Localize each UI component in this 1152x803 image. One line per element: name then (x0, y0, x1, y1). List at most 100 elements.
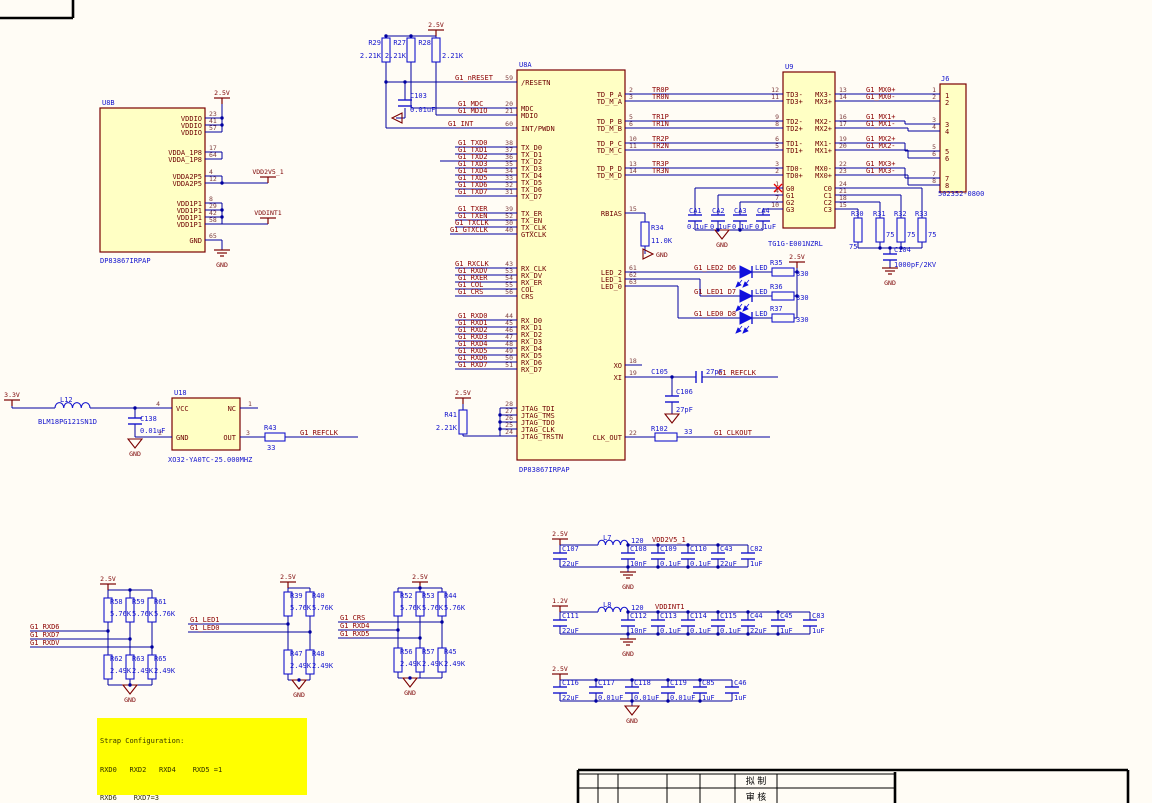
component-label: LED (755, 288, 768, 296)
component-label: LED (755, 264, 768, 272)
component-label: C104 (894, 246, 911, 254)
pin-number: 22 (839, 160, 847, 168)
pin-number: 6 (775, 135, 779, 143)
junction-dot (666, 678, 670, 682)
pin-number: 4 (209, 168, 213, 176)
junction-dot (776, 610, 780, 614)
pin-name: TX_D0 (521, 144, 542, 152)
led-arrow-icon (735, 303, 750, 312)
net-label: G1_RXD2 (458, 326, 488, 334)
pin-number: 10 (629, 135, 637, 143)
junction-dot (594, 678, 598, 682)
ic-body (171, 397, 241, 451)
component-label: R34 (651, 224, 664, 232)
component-label: 27pF (706, 368, 723, 376)
resistor-body (654, 432, 678, 442)
component-label: R28 (418, 39, 431, 47)
pin-name: VDDIO (181, 115, 202, 123)
net-label: G1_LED1 D7 (694, 288, 736, 296)
resistor-body (437, 647, 447, 673)
power-label: VDD2V5_1 (252, 168, 283, 176)
pin-name: 7 (945, 175, 949, 183)
pin-number: 21 (839, 187, 847, 195)
junction-dot (297, 678, 301, 682)
pin-name: VDDIO (181, 122, 202, 130)
pin-number: 17 (839, 120, 847, 128)
pin-number: 19 (839, 135, 847, 143)
net-label: G1_RXD4 (458, 340, 488, 348)
pin-name: MX0- (815, 165, 832, 173)
net-label: G1_RXCLK (455, 260, 490, 268)
led-arrow-icon (735, 325, 750, 334)
net-label: G1_RXER (458, 274, 488, 282)
component-label: 33 (684, 428, 692, 436)
pin-number: 17 (209, 144, 217, 152)
component-label: 75 (849, 243, 857, 251)
component-label: 22uF (562, 627, 579, 635)
component-label: CA2 (712, 207, 725, 215)
pin-number: 43 (505, 260, 513, 268)
pin-name: VDDA2P5 (172, 180, 202, 188)
net-label: G1_TXD0 (458, 139, 488, 147)
resistor-body (771, 291, 795, 301)
pin-number: 13 (839, 86, 847, 94)
gnd-label: GND (404, 689, 416, 697)
component-label: 33 (267, 444, 275, 452)
junction-dot (656, 565, 660, 569)
component-label: 2.21K (360, 52, 382, 60)
component-label: 120 (631, 604, 644, 612)
component-label: 0.01uF (670, 694, 695, 702)
gnd-icon (623, 705, 641, 716)
pin-number: 1 (248, 400, 252, 408)
gnd-label: GND (124, 696, 136, 704)
pin-name: RX_ER (521, 279, 543, 287)
component-label: R32 (894, 210, 907, 218)
inductor-icon (54, 402, 91, 409)
component-label: R37 (770, 305, 783, 313)
component-label: U9 (785, 63, 793, 71)
pin-name: VCC (176, 405, 189, 413)
net-label: G1_CRS (458, 288, 483, 296)
junction-dot (408, 676, 412, 680)
component-label: 1uF (702, 694, 715, 702)
pin-name: RX_D3 (521, 338, 542, 346)
pin-number: 15 (629, 205, 637, 213)
component-label: 1uF (734, 694, 747, 702)
pin-number: 4 (932, 123, 936, 131)
pin-number: 41 (209, 117, 217, 125)
net-label: TR2P (652, 135, 669, 143)
power-label: 2.5V (455, 389, 471, 397)
pin-number: 22 (629, 429, 637, 437)
net-label: G1_LED1 (190, 616, 220, 624)
pin-name: VDDIO (181, 129, 202, 137)
net-label: G1_MX3+ (866, 160, 896, 168)
net-label: G1_RXD6 (30, 623, 60, 631)
net-label: G1_TXD7 (458, 188, 488, 196)
gnd-label: GND (716, 241, 728, 249)
component-label: 1uF (780, 627, 793, 635)
resistor-body (147, 654, 157, 680)
ic-body (516, 69, 626, 461)
resistor-body (125, 654, 135, 680)
pin-name: CLK_OUT (592, 434, 622, 442)
junction-dot (220, 116, 224, 120)
pin-number: 37 (505, 146, 513, 154)
junction-dot (128, 683, 132, 687)
junction-dot (630, 678, 634, 682)
net-label: G1_MDC (458, 100, 483, 108)
component-label: 0.1uF (660, 627, 681, 635)
component-label: 2.49K (290, 662, 312, 670)
net-label: TR1N (652, 120, 669, 128)
pin-number: 12 (209, 175, 217, 183)
pin-number: 2 (932, 93, 936, 101)
pin-number: 44 (505, 312, 513, 320)
pin-number: 21 (505, 107, 513, 115)
power-label: 2.5V (789, 253, 805, 261)
component-label: 27pF (676, 406, 693, 414)
pin-name: TD_M_A (597, 98, 623, 106)
pin-number: 3 (629, 93, 633, 101)
component-label: 2.49K (110, 667, 132, 675)
resistor-body (264, 432, 286, 442)
pin-number: 65 (209, 232, 217, 240)
pin-number: 18 (629, 357, 637, 365)
